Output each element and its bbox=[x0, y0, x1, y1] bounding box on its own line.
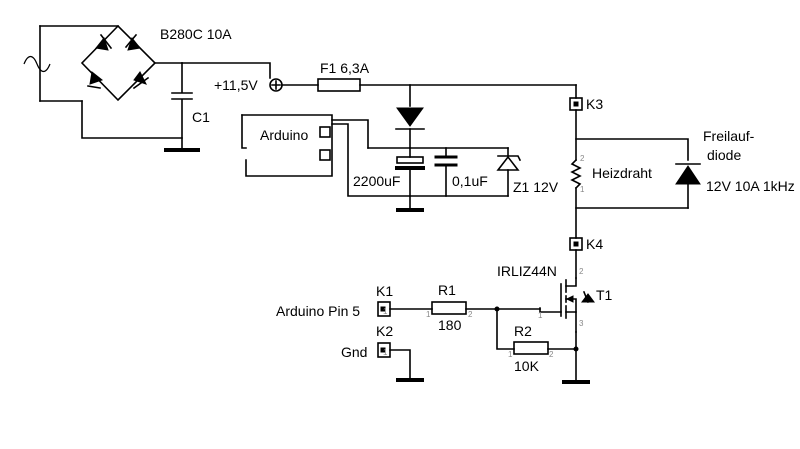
k4-label: K4 bbox=[586, 236, 603, 252]
r1-label: R1 bbox=[438, 282, 456, 298]
heater-pin-top: 2 bbox=[580, 154, 585, 163]
heater-resistor bbox=[570, 158, 582, 190]
k3-label: K3 bbox=[586, 96, 603, 112]
connector-k4 bbox=[569, 237, 583, 251]
resistor-r2 bbox=[513, 341, 549, 355]
bridge-label: B280C 10A bbox=[160, 26, 232, 42]
zener-z1 bbox=[496, 147, 522, 197]
k2-pin: 1 bbox=[383, 348, 388, 357]
r1-pin-right: 2 bbox=[468, 310, 473, 319]
mosfet-t1 bbox=[539, 277, 595, 333]
resistor-r1 bbox=[431, 301, 467, 315]
c1-label: C1 bbox=[192, 109, 210, 125]
freewheel-label-1: Freilauf- bbox=[703, 128, 755, 144]
fuse-label: F1 6,3A bbox=[320, 60, 370, 76]
r2-pin-right: 2 bbox=[549, 350, 554, 359]
gnd-label: Gnd bbox=[341, 344, 367, 360]
freewheel-label-2: diode bbox=[707, 147, 741, 163]
freewheel-diode bbox=[675, 163, 701, 209]
mosfet-pin-source: 3 bbox=[579, 319, 584, 328]
mosfet-pin-drain: 2 bbox=[579, 267, 584, 276]
series-diode bbox=[395, 84, 425, 149]
t1-label: T1 bbox=[596, 287, 613, 303]
ac-input bbox=[23, 25, 119, 102]
connector-k3 bbox=[569, 97, 583, 111]
cap-2200-label: 2200uF bbox=[353, 173, 400, 189]
k2-label: K2 bbox=[376, 323, 393, 339]
heater-label: Heizdraht bbox=[592, 165, 652, 181]
capacitor-c1 bbox=[164, 62, 200, 152]
capacitor-01uf bbox=[434, 147, 458, 197]
fuse-f1 bbox=[317, 78, 361, 92]
arduino-pin-label: Arduino Pin 5 bbox=[276, 303, 360, 319]
k1-label: K1 bbox=[376, 283, 393, 299]
r2-label: R2 bbox=[514, 323, 532, 339]
ac-wave-icon bbox=[23, 55, 51, 73]
mosfet-label: IRLIZ44N bbox=[497, 263, 557, 279]
r2-value: 10K bbox=[514, 358, 540, 374]
heater-pin-bottom: 1 bbox=[580, 185, 585, 194]
capacitor-2200uf bbox=[395, 147, 425, 212]
arduino-block bbox=[241, 114, 411, 197]
r1-pin-left: 1 bbox=[426, 310, 431, 319]
diode-rating-label: 12V 10A 1kHz bbox=[706, 178, 795, 194]
supply-label: +11,5V bbox=[214, 77, 258, 93]
r2-pin-left: 1 bbox=[508, 350, 513, 359]
bridge-rectifier bbox=[80, 24, 183, 139]
zener-label: Z1 12V bbox=[513, 179, 559, 195]
supply-terminal bbox=[269, 78, 283, 92]
mosfet-pin-gate: 1 bbox=[538, 311, 543, 320]
k1-pin: 1 bbox=[383, 307, 388, 316]
cap-01-label: 0,1uF bbox=[452, 173, 488, 189]
r1-value: 180 bbox=[438, 317, 462, 333]
arduino-label: Arduino bbox=[260, 127, 308, 143]
